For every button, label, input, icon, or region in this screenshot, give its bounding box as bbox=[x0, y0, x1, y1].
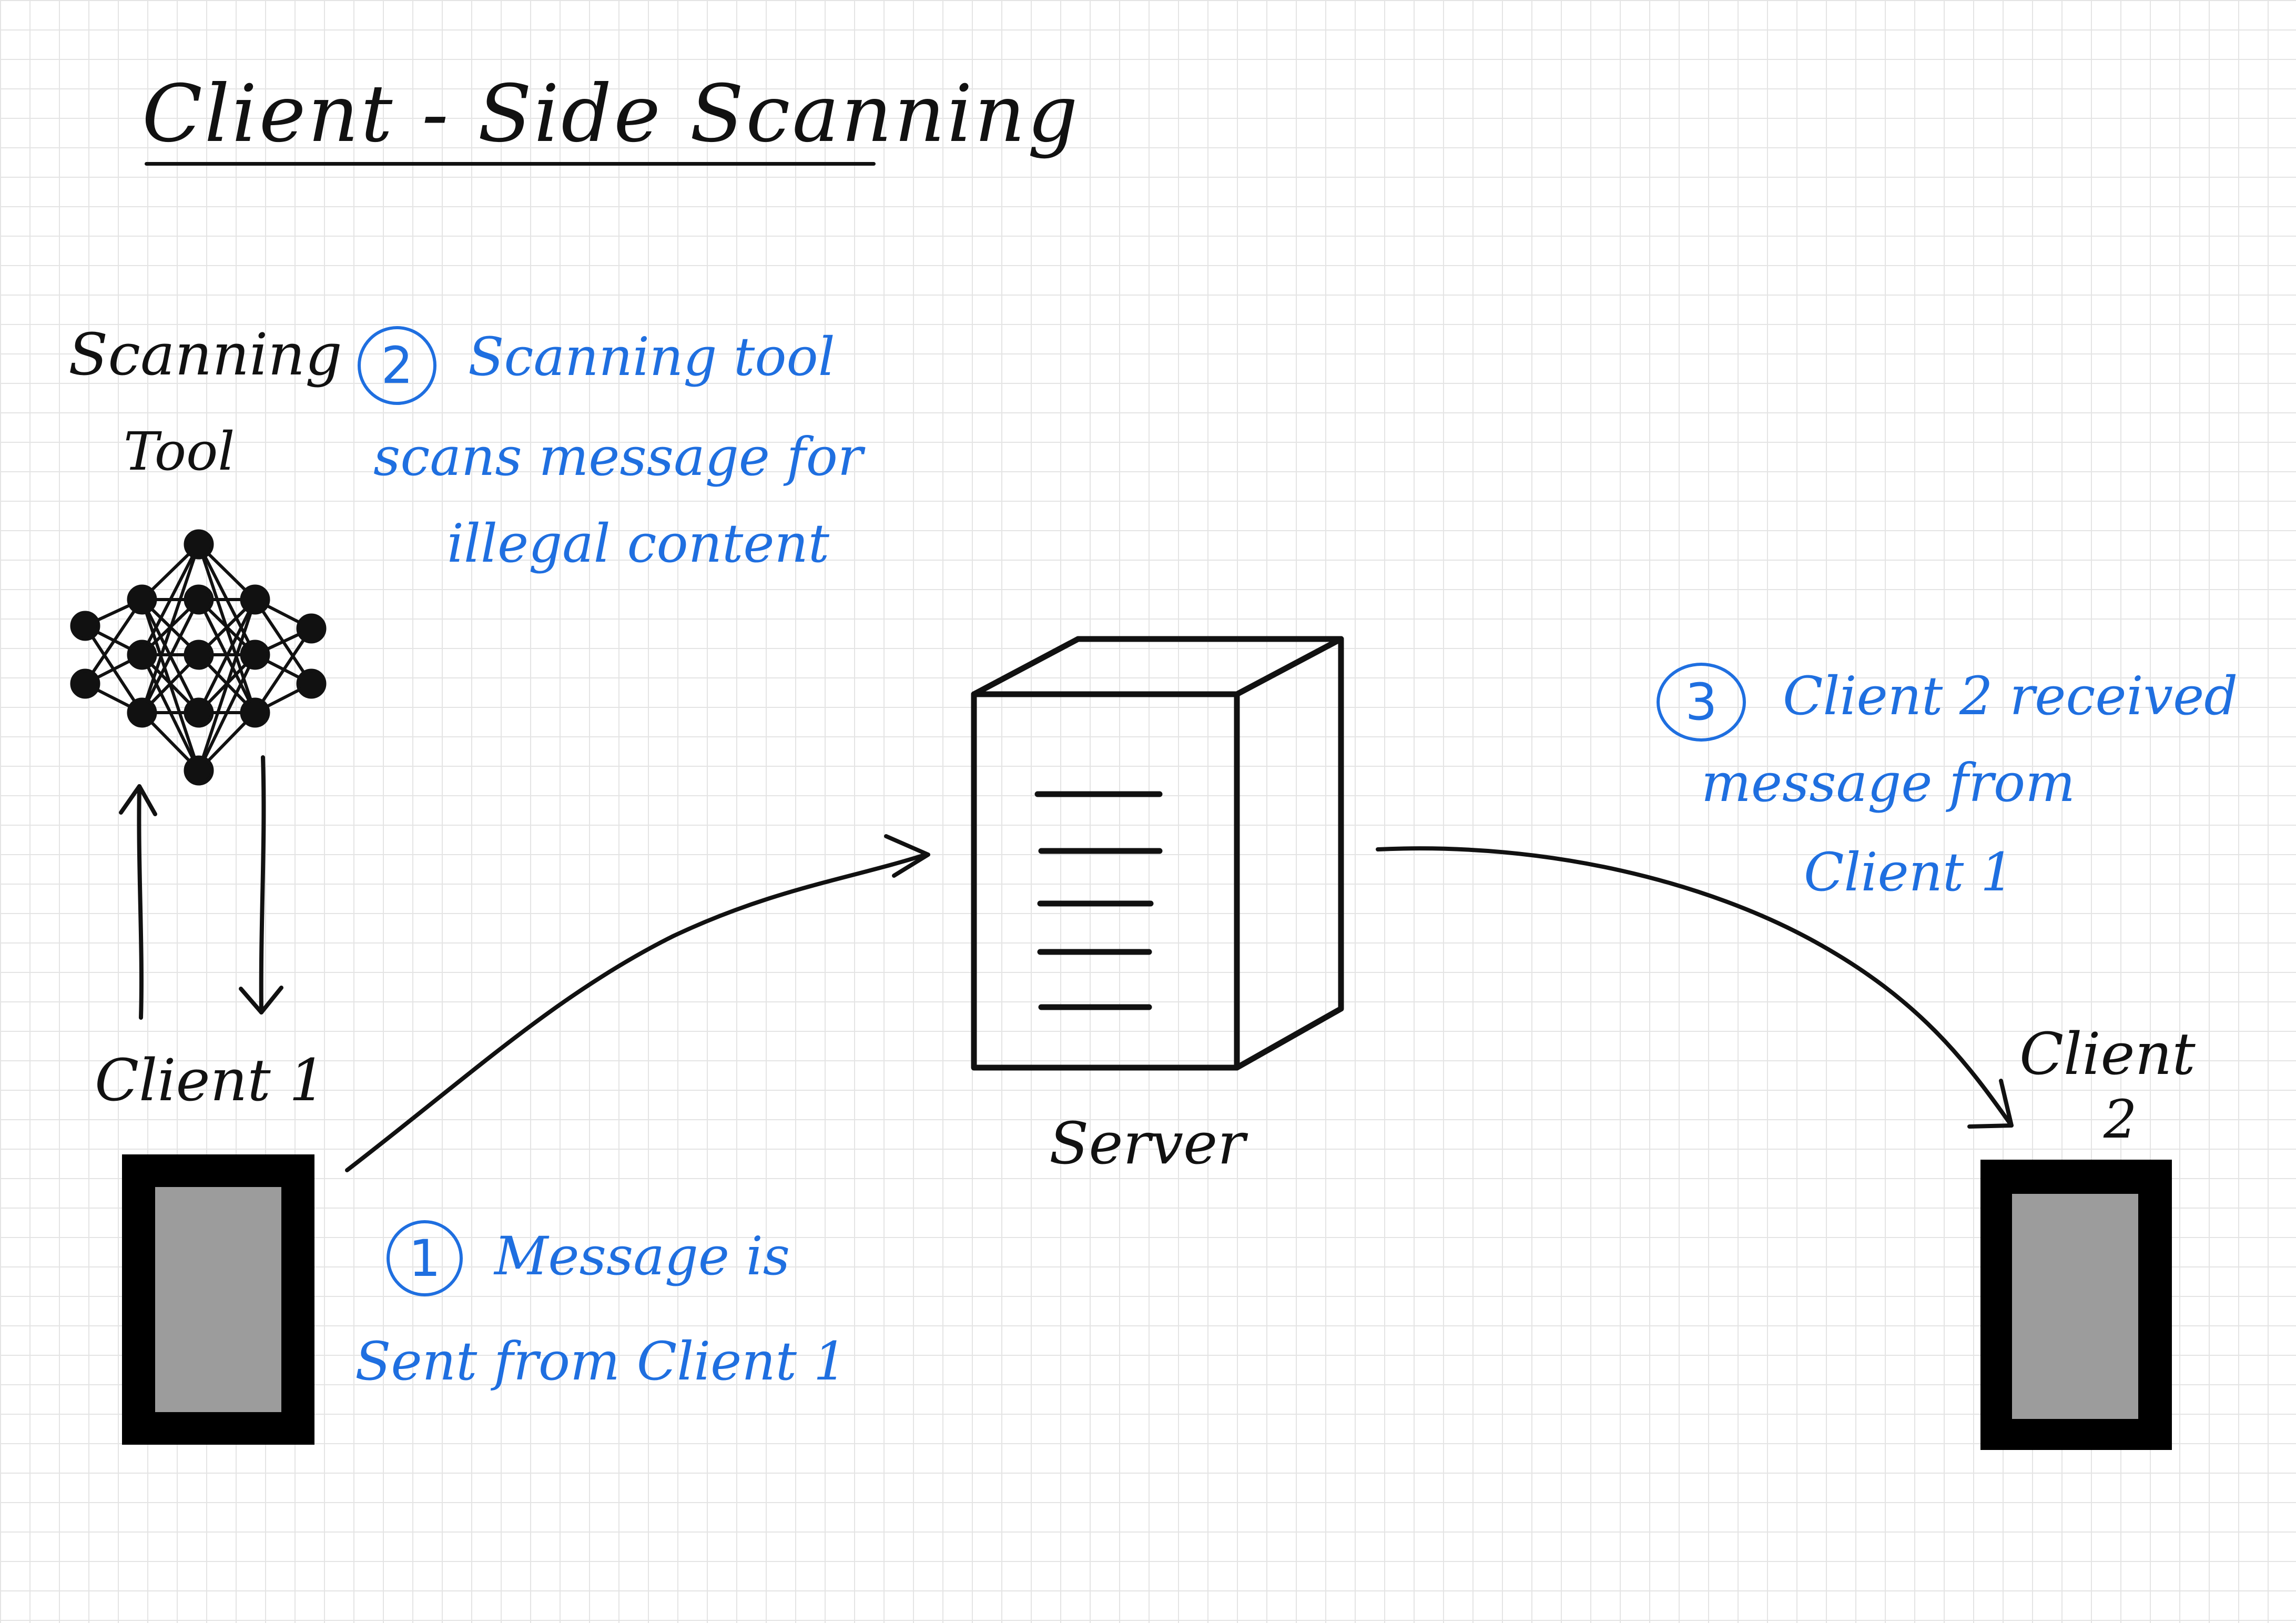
client-1-screen bbox=[155, 1187, 281, 1412]
title-underline bbox=[145, 162, 876, 166]
client-1-label: Client 1 bbox=[95, 1047, 326, 1114]
step-2-number: 2 bbox=[358, 326, 436, 405]
step-2-text-line1: Scanning tool bbox=[468, 326, 835, 388]
neural-network-icon bbox=[70, 529, 327, 786]
client1-to-server-arrow bbox=[345, 834, 930, 1172]
client-1-phone-icon bbox=[122, 1154, 314, 1445]
client-2-phone-icon bbox=[1980, 1160, 2172, 1450]
scanning-tool-label: Scanning bbox=[68, 321, 342, 388]
step-3-number: 3 bbox=[1657, 663, 1746, 742]
server-label: Server bbox=[1049, 1110, 1245, 1177]
step-3-text-line3: Client 1 bbox=[1804, 841, 2014, 903]
step-3-text-line2: message from bbox=[1701, 752, 2076, 814]
step-1-text-line2: Sent from Client 1 bbox=[355, 1331, 847, 1392]
client-2-label: Client bbox=[2019, 1020, 2196, 1088]
step-2-text-line3: illegal content bbox=[447, 513, 830, 574]
server-to-client2-arrow bbox=[1376, 846, 2014, 1129]
scan-request-arrow bbox=[119, 784, 157, 1020]
scanning-tool-sublabel: Tool bbox=[124, 421, 235, 482]
client-2-screen bbox=[2012, 1194, 2138, 1419]
step-1-text-line1: Message is bbox=[494, 1225, 790, 1287]
client-2-number: 2 bbox=[2104, 1089, 2137, 1150]
server-icon bbox=[971, 636, 1344, 1071]
step-1-number: 1 bbox=[387, 1220, 463, 1296]
diagram-title: Client - Side Scanning bbox=[142, 68, 1080, 160]
step-2-text-line2: scans message for bbox=[373, 426, 863, 488]
step-3-text-line1: Client 2 received bbox=[1783, 665, 2238, 727]
scan-result-arrow bbox=[239, 755, 283, 1015]
